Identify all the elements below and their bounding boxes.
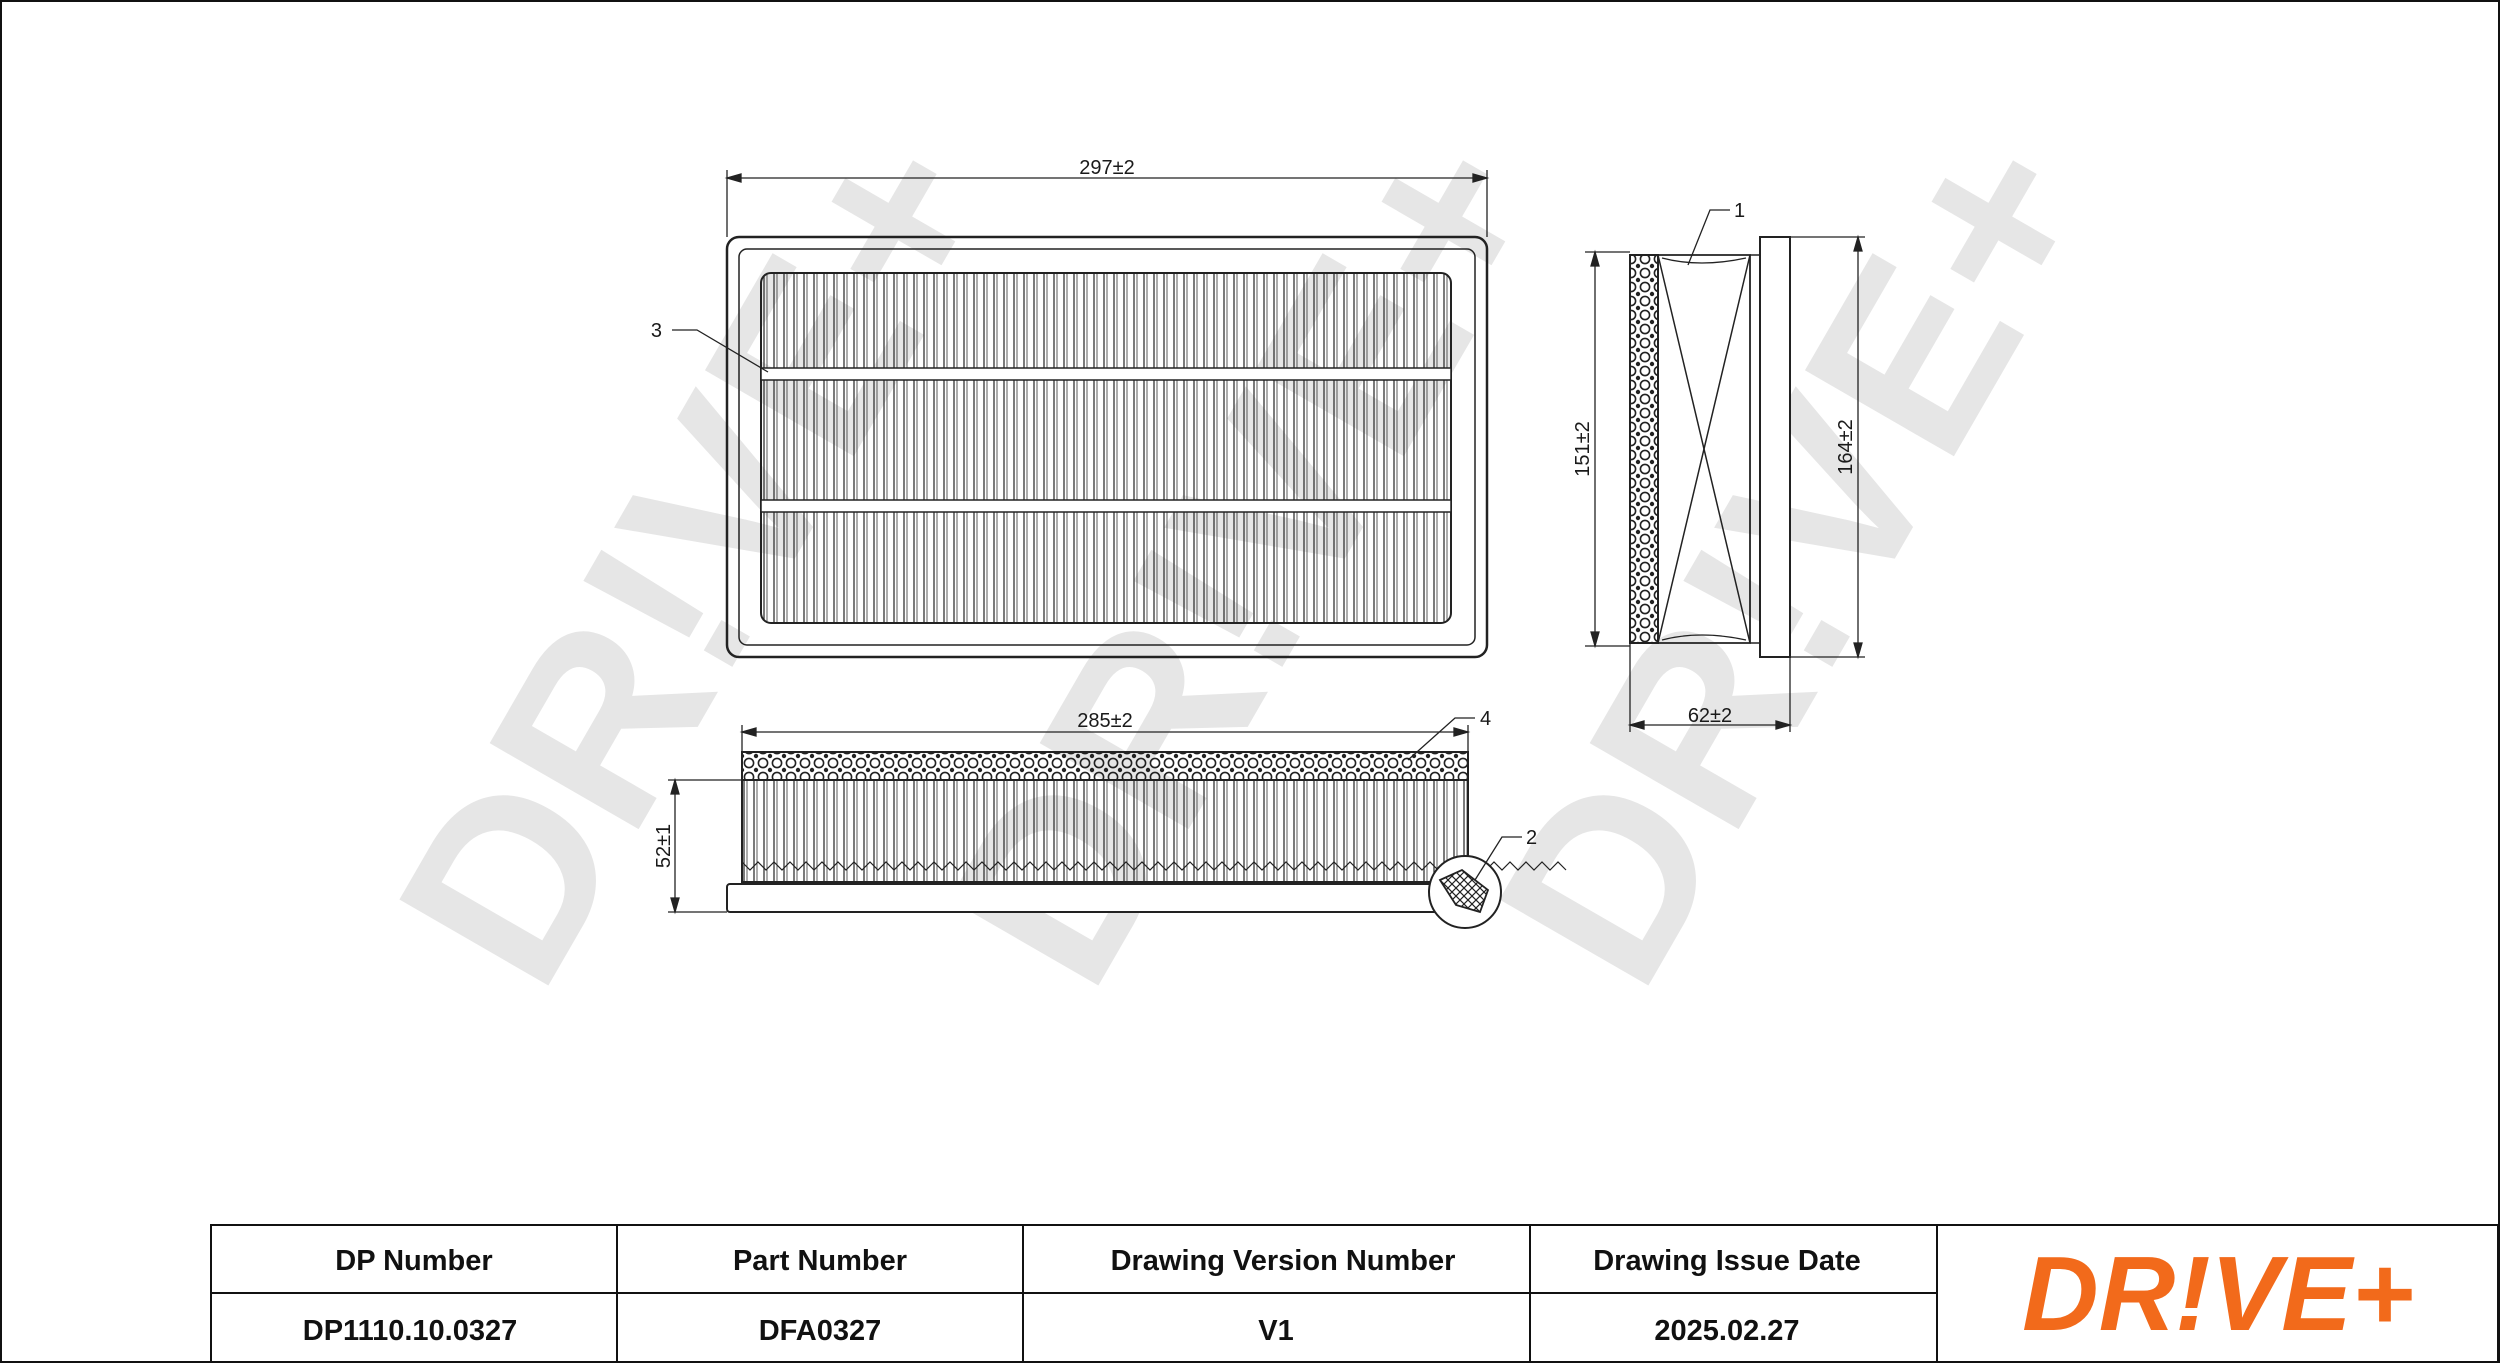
- top-view-frame-outer: [725, 235, 1489, 659]
- dimension-top-width: [724, 170, 1490, 237]
- callout-3: 3: [651, 320, 662, 342]
- top-view-pleats: [760, 272, 1452, 624]
- side-view: [1629, 236, 1791, 658]
- callout-4: 4: [1480, 708, 1491, 730]
- dimension-side-inner: [1585, 249, 1630, 649]
- dimension-top-width-label: 297±2: [1079, 157, 1134, 179]
- side-view-foam: [1629, 254, 1659, 644]
- dimension-bottom-height-label: 52±1: [653, 824, 675, 868]
- side-view-flange: [1759, 236, 1791, 658]
- value-drawing-version: V1: [1258, 1315, 1293, 1347]
- bottom-view-foam: [741, 751, 1469, 781]
- header-issue-date: Drawing Issue Date: [1593, 1245, 1861, 1277]
- dimension-bottom-height: [668, 777, 742, 915]
- detail-seal-section: [1438, 868, 1490, 914]
- dimension-side-depth: [1627, 643, 1793, 732]
- dimension-bottom-width-label: 285±2: [1077, 710, 1132, 732]
- bottom-view-frame: [726, 883, 1488, 913]
- callout-1-leader: [1687, 209, 1730, 266]
- dimension-side-depth-label: 62±2: [1688, 705, 1732, 727]
- value-dp-number: DP1110.10.0327: [303, 1315, 517, 1347]
- header-drawing-version: Drawing Version Number: [1111, 1245, 1456, 1277]
- dimension-side-outer: [1790, 234, 1865, 660]
- dimension-side-outer-label: 164±2: [1835, 419, 1857, 474]
- callout-4-leader: [1407, 717, 1475, 761]
- callout-2-leader: [1474, 836, 1522, 881]
- top-view-frame-inner: [738, 248, 1476, 646]
- value-part-number: DFA0327: [759, 1315, 882, 1347]
- callout-2: 2: [1526, 827, 1537, 849]
- top-view-rib-upper: [760, 367, 1452, 381]
- top-view: [725, 235, 1489, 659]
- top-view-rib-lower: [760, 499, 1452, 513]
- dimension-bottom-width: [739, 725, 1471, 752]
- dimension-side-inner-label: 151±2: [1572, 421, 1594, 476]
- title-block: [210, 1224, 2499, 1363]
- value-issue-date: 2025.02.27: [1654, 1315, 1799, 1347]
- callout-1: 1: [1734, 200, 1745, 222]
- drive-logo: DR!VE+: [2022, 1235, 2414, 1353]
- header-part-number: Part Number: [733, 1245, 907, 1277]
- bottom-view: [726, 751, 1567, 929]
- bottom-view-seal-edge: [741, 861, 1567, 871]
- callout-3-leader: [672, 329, 769, 373]
- header-dp-number: DP Number: [335, 1245, 492, 1277]
